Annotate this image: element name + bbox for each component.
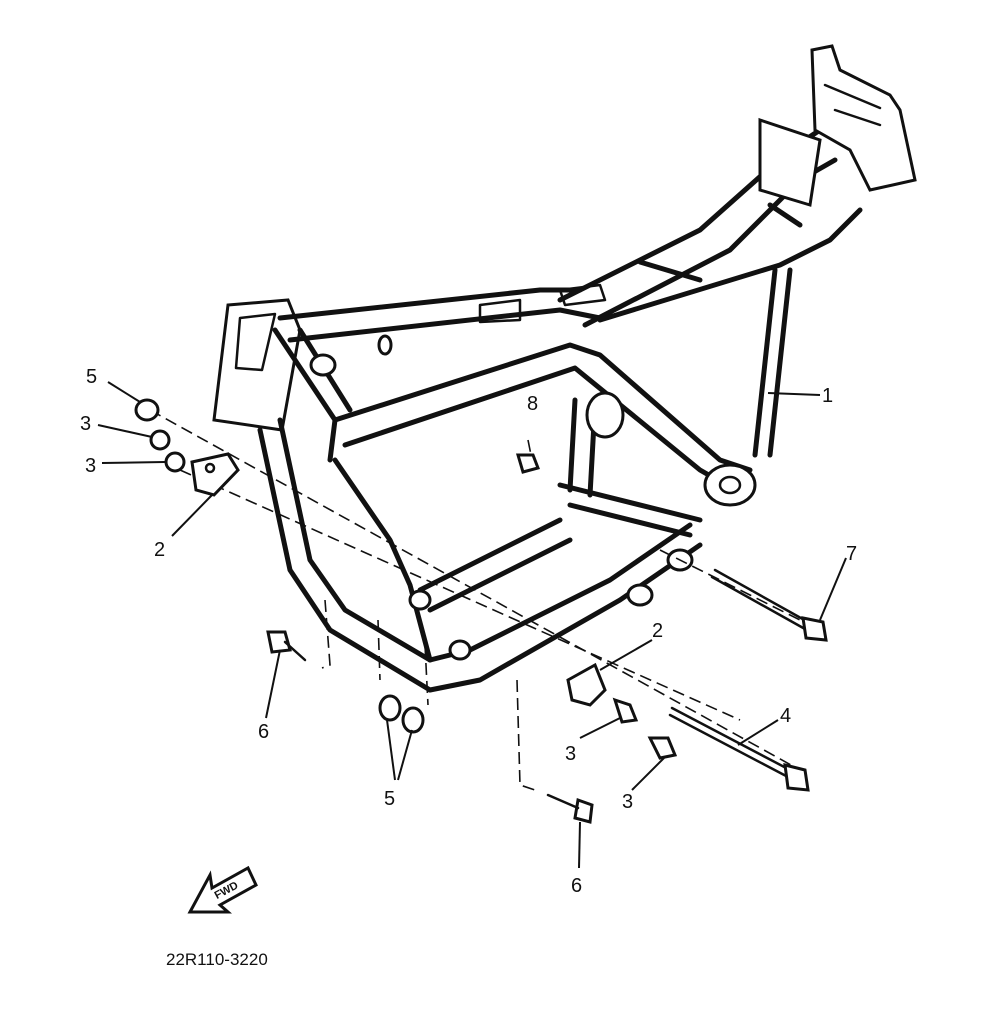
- callout-2-right: 2: [652, 620, 663, 642]
- callout-3-right-lower: 3: [622, 791, 633, 813]
- bolt-4-long: [783, 763, 810, 792]
- callout-3-left-lower: 3: [85, 455, 96, 477]
- callout-3-left-upper: 3: [80, 413, 91, 435]
- callout-8: 8: [527, 393, 538, 415]
- callout-labels: 1 2 2 3 3 3 3 4 5 5 6 6 7 8: [80, 366, 857, 897]
- collar-lower-a: [378, 694, 402, 722]
- callout-1: 1: [822, 385, 833, 407]
- bolt-3-upper-right: [612, 697, 639, 724]
- callout-7: 7: [846, 543, 857, 565]
- nut-8: [515, 453, 540, 474]
- frame-main: [212, 44, 917, 693]
- callout-3-right-upper: 3: [565, 743, 576, 765]
- forward-arrow-icon: FWD: [187, 865, 258, 914]
- collar-left: [134, 398, 160, 422]
- leader-lines: [97, 381, 847, 869]
- engine-bracket-left: [190, 452, 240, 497]
- bolt-3-upper-left: [149, 429, 171, 451]
- engine-mount-boss: [585, 391, 625, 439]
- diagram-code: 22R110-3220: [166, 950, 268, 969]
- rear-tail-bracket: [810, 44, 917, 192]
- callout-4: 4: [780, 705, 791, 727]
- callout-2-left: 2: [154, 539, 165, 561]
- bolt-3-lower-right: [647, 736, 678, 760]
- callout-6-bottom: 6: [571, 875, 582, 897]
- bolt-3-lower-left: [164, 451, 186, 473]
- callout-5-left: 5: [86, 366, 97, 388]
- callout-6-left: 6: [258, 721, 269, 743]
- swingarm-pivot-boss: [703, 463, 757, 507]
- rear-crossmember: [758, 117, 822, 207]
- small-parts: [134, 398, 828, 824]
- callout-5-bottom: 5: [384, 788, 395, 810]
- collar-lower-b: [401, 706, 425, 734]
- bolt-6-bottom: [573, 797, 594, 824]
- engine-bracket-right: [566, 662, 607, 707]
- bolt-7-long: [801, 616, 828, 642]
- centerlines: [149, 409, 821, 791]
- bolt-6-left: [266, 630, 292, 654]
